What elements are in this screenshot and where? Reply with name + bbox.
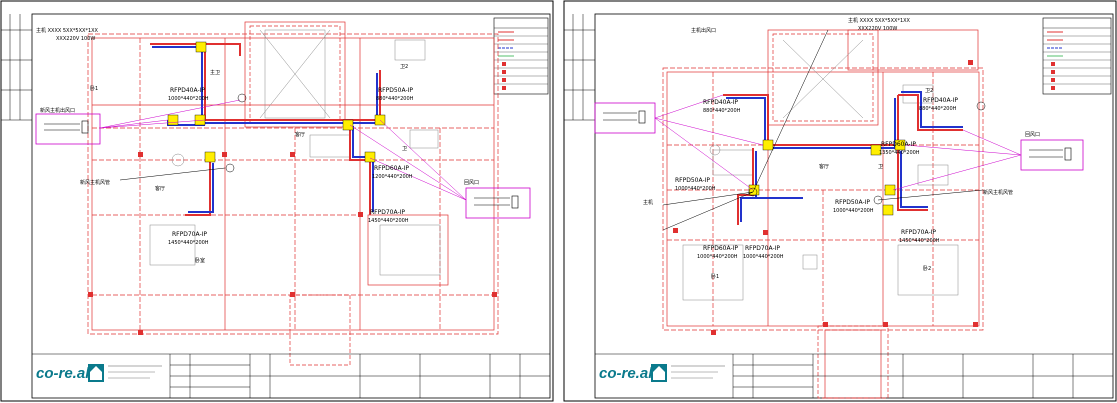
furniture-outlines <box>682 39 959 301</box>
callout-text: 主机 <box>643 199 653 206</box>
red-markers <box>88 152 497 335</box>
unit-model: RFPD40A-IP <box>923 97 958 104</box>
unit-size: 880*440*200H <box>919 106 957 112</box>
unit-model: RFPD70A-IP <box>370 209 405 216</box>
unit-size: 1450*440*200H <box>168 240 209 246</box>
unit-size: 1450*440*200H <box>899 238 940 244</box>
room-label: 卫2 <box>400 64 408 70</box>
title-block <box>595 353 1113 398</box>
room-label: 卫2 <box>925 88 933 94</box>
unit-model: RFPD60A-IP <box>703 245 738 252</box>
drawing-sheet-right: 主机 XXXX 5XX*5XX*1XX XXX220V 100W RFPD40A… <box>563 0 1117 403</box>
callout-text: 新风主机风管 <box>80 179 110 186</box>
unit-model: RFPD50A-IP <box>378 87 413 94</box>
title-block <box>32 353 550 398</box>
unit-size: 1000*440*200H <box>697 254 738 260</box>
room-label: 卧1 <box>711 273 719 280</box>
top-note-2: XXX220V 100W <box>858 26 897 32</box>
unit-size: 1000*440*200H <box>168 96 209 102</box>
unit-size: 1000*440*200H <box>833 208 874 214</box>
unit-size: 1000*440*200H <box>743 254 784 260</box>
unit-model: RFPD70A-IP <box>901 229 936 236</box>
building-walls <box>87 21 499 366</box>
top-note-2: XXX220V 100W <box>56 36 95 42</box>
callout-text: 回风口 <box>464 180 479 186</box>
room-label: 主卫 <box>210 69 220 76</box>
unit-size: 1450*440*200H <box>368 218 409 224</box>
floor-plan-right: 主机 XXXX 5XX*5XX*1XX XXX220V 100W RFPD40A… <box>563 0 1117 402</box>
unit-model: RFPD50A-IP <box>675 177 710 184</box>
unit-size: 880*440*200H <box>703 108 741 114</box>
room-label: 卫 <box>402 146 407 152</box>
room-label: 卧1 <box>90 85 98 92</box>
svg-text:co-re.al: co-re.al <box>36 365 90 382</box>
room-label: 卧室 <box>195 257 205 264</box>
top-note-1: 主机 XXXX 5XX*5XX*1XX <box>36 27 99 34</box>
callout-text: 主机出风口 <box>691 27 716 34</box>
callout-text: 新风主机出风口 <box>40 107 75 114</box>
unit-model: RFPD60A-IP <box>881 141 916 148</box>
room-label: 卧2 <box>923 265 931 272</box>
room-label: 客厅 <box>155 185 165 192</box>
company-logo: co-re.al <box>36 364 162 382</box>
unit-size: 880*440*200H <box>376 96 414 102</box>
room-label: 客厅 <box>819 163 829 170</box>
svg-text:co-re.al: co-re.al <box>599 365 653 382</box>
unit-model: RFPD70A-IP <box>745 245 780 252</box>
unit-size: 1000*440*200H <box>675 186 716 192</box>
unit-model: RFPD40A-IP <box>170 87 205 94</box>
building-walls <box>662 29 984 399</box>
room-label: 卫 <box>878 164 883 170</box>
red-markers <box>673 60 978 335</box>
furniture-outlines <box>149 29 441 276</box>
callout-text: 回风口 <box>1025 132 1040 138</box>
unit-size: 1200*440*200H <box>372 174 413 180</box>
room-label: 客厅 <box>295 131 305 138</box>
callout-text: 新风主机风管 <box>983 189 1013 196</box>
drawing-sheet-left: 主机 XXXX 5XX*5XX*1XX XXX220V 100W RFPD40A… <box>0 0 554 403</box>
company-logo: co-re.al <box>599 364 725 382</box>
unit-size: 1350*440*200H <box>879 150 920 156</box>
binding-strip <box>564 14 595 121</box>
unit-model: RFPD40A-IP <box>703 99 738 106</box>
legend-table <box>493 17 549 95</box>
floor-plan-left: 主机 XXXX 5XX*5XX*1XX XXX220V 100W RFPD40A… <box>0 0 554 402</box>
top-note-1: 主机 XXXX 5XX*5XX*1XX <box>848 17 911 24</box>
callout-boxes <box>35 93 531 219</box>
legend-table <box>1042 17 1112 95</box>
unit-model: RFPD70A-IP <box>172 231 207 238</box>
binding-strip <box>1 14 32 121</box>
unit-model: RFPD60A-IP <box>374 165 409 172</box>
callout-boxes <box>594 29 1084 231</box>
unit-model: RFPD50A-IP <box>835 199 870 206</box>
